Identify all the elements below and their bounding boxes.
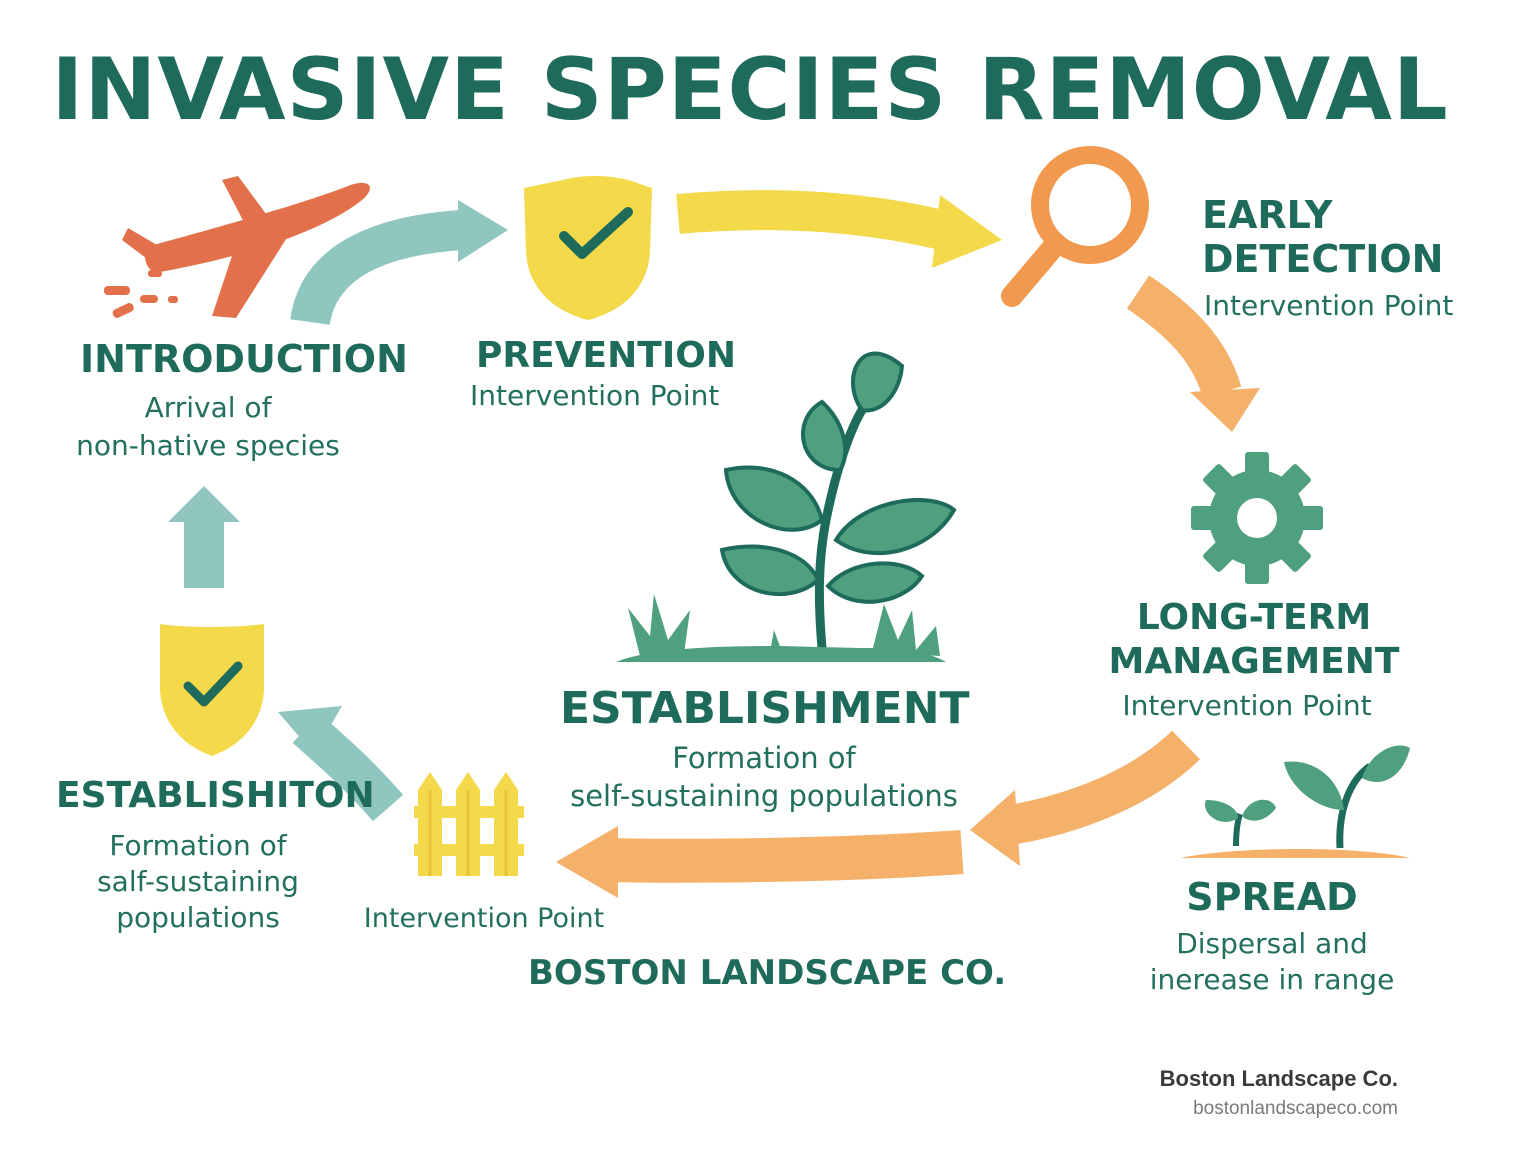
spread-line2: inerease in range bbox=[1149, 963, 1395, 996]
establishment-left-heading: ESTABLISHITON bbox=[56, 775, 375, 816]
arrow-establishment-to-introduction bbox=[168, 486, 240, 588]
footer-url[interactable]: bostonlandscapeco.com bbox=[1193, 1098, 1398, 1119]
company-watermark: BOSTON LANDSCAPE CO. bbox=[528, 953, 1007, 993]
airplane-icon bbox=[104, 176, 370, 318]
introduction-heading: INTRODUCTION bbox=[80, 337, 408, 381]
arrow-center-to-fence bbox=[556, 826, 964, 898]
arrow-longterm-to-center bbox=[970, 730, 1200, 866]
seedling-icon bbox=[616, 351, 957, 662]
page-title: INVASIVE SPECIES REMOVAL bbox=[51, 40, 1449, 140]
fence-icon bbox=[414, 772, 524, 876]
arrow-prevention-to-detection bbox=[676, 190, 1002, 268]
footer bbox=[0, 1022, 1536, 1154]
shield-check-icon-left bbox=[160, 624, 264, 756]
early-detection-heading-2: DETECTION bbox=[1202, 237, 1444, 281]
establishment-heading: ESTABLISHMENT bbox=[560, 683, 970, 734]
introduction-line2: non-hative species bbox=[76, 429, 340, 462]
long-term-sub: Intervention Point bbox=[1122, 689, 1372, 722]
gear-icon bbox=[1191, 452, 1323, 584]
shield-check-icon bbox=[524, 176, 652, 320]
early-detection-heading-1: EARLY bbox=[1202, 193, 1333, 237]
arrow-introduction-to-prevention bbox=[290, 200, 508, 326]
establishment-left-line3: populations bbox=[116, 901, 280, 934]
establishment-left-line1: Formation of bbox=[109, 829, 287, 862]
fence-intervention-label: Intervention Point bbox=[363, 903, 605, 934]
establishment-line2: self-sustaining populations bbox=[570, 779, 958, 813]
establishment-line1: Formation of bbox=[672, 741, 856, 775]
early-detection-sub: Intervention Point bbox=[1204, 289, 1454, 322]
magnifier-icon bbox=[1001, 146, 1149, 307]
long-term-heading-2: MANAGEMENT bbox=[1108, 641, 1400, 682]
spread-line1: Dispersal and bbox=[1176, 927, 1368, 960]
footer-company-name: Boston Landscape Co. bbox=[1159, 1066, 1398, 1091]
arrow-detection-to-longterm bbox=[1126, 275, 1260, 432]
arrow-fence-to-establishment bbox=[278, 706, 404, 822]
spread-heading: SPREAD bbox=[1186, 875, 1358, 919]
establishment-left-line2: salf-sustaining bbox=[97, 865, 299, 898]
introduction-line1: Arrival of bbox=[144, 391, 272, 424]
prevention-heading: PREVENTION bbox=[476, 335, 736, 376]
long-term-heading-1: LONG-TERM bbox=[1136, 597, 1372, 638]
prevention-sub: Intervention Point bbox=[470, 379, 720, 412]
sprouts-icon bbox=[1180, 745, 1410, 858]
